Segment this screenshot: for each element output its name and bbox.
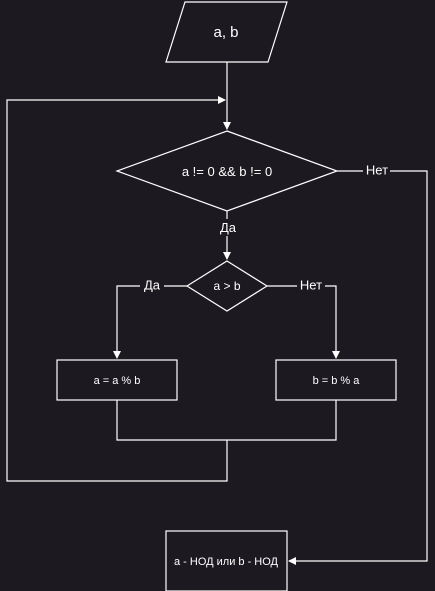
compare-diamond — [185, 260, 269, 312]
input-parallelogram — [165, 1, 288, 63]
left-process-label: a = a % b — [94, 375, 141, 387]
right-process-label: b = b % a — [313, 375, 361, 387]
connectors — [6, 62, 428, 565]
compare-label: a > b — [213, 279, 240, 293]
input-label: a, b — [213, 24, 238, 41]
compare-no-label: Нет — [300, 277, 322, 292]
output-node: a - НОД или b - НОД — [165, 530, 288, 591]
edge-loop-back — [6, 96, 228, 482]
input-node: a, b — [165, 1, 288, 63]
edge-compare-yes — [113, 285, 187, 359]
edge-compare-no — [267, 285, 340, 359]
left-process-node: a = a % b — [56, 359, 178, 401]
compare-node: a > b — [185, 260, 269, 312]
loop-condition-node: a != 0 && b != 0 — [115, 130, 339, 212]
output-box — [165, 530, 288, 591]
loop-condition-label: a != 0 && b != 0 — [182, 164, 272, 179]
edge-merge — [116, 400, 337, 441]
output-label: a - НОД или b - НОД — [174, 556, 279, 568]
edge-loop-no — [288, 170, 428, 565]
loop-yes-label: Да — [220, 220, 237, 235]
loop-no-label: Нет — [366, 162, 388, 177]
right-process-node: b = b % a — [275, 359, 397, 401]
compare-yes-label: Да — [144, 277, 161, 292]
edge-labels: Да Нет Да Нет — [140, 162, 390, 294]
